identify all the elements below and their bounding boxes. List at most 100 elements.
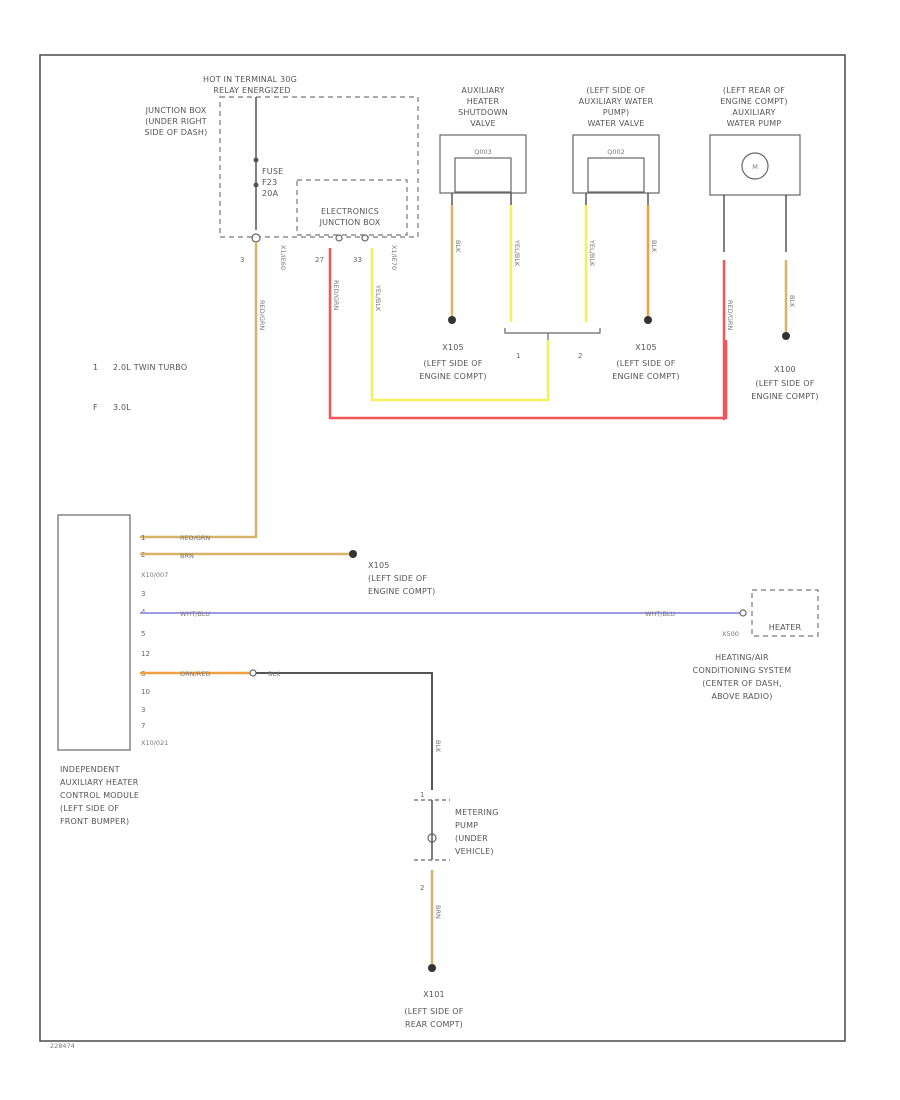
pump-label-3: (UNDER [455, 834, 488, 843]
splice-bracket [504, 328, 601, 340]
pump-label-2: PUMP [455, 821, 478, 830]
ground-point-2 [644, 316, 652, 324]
ground-mid-label-2: ENGINE COMPT) [368, 587, 435, 596]
ejb-label-1: ELECTRONICS [321, 207, 379, 216]
fuse-symbol-2 [253, 182, 259, 188]
module-pin-9: 3 [141, 706, 145, 714]
comp2-coil [587, 157, 645, 193]
comp2-label-1: (LEFT SIDE OF [586, 86, 645, 95]
fuse-label-3: 20A [262, 189, 279, 198]
aux-heater-shutdown-valve: AUXILIARY HEATER SHUTDOWN VALVE Q003 [439, 86, 527, 194]
wire-label-w7: RED/GRN [726, 300, 734, 330]
heater-box [751, 589, 819, 637]
ground-point-3 [782, 332, 790, 340]
power-label-1: HOT IN TERMINAL 30G [203, 75, 297, 84]
power-label-2: RELAY ENERGIZED [213, 86, 290, 95]
fuse-label-1: FUSE [262, 167, 283, 176]
pump-label-4: VEHICLE) [455, 847, 494, 856]
heater-connector: HEATER X500 HEATING/AIR CONDITIONING SYS… [693, 589, 819, 701]
wire-label-w2: YEL/BLK [374, 284, 382, 312]
comp3-label-4: WATER PUMP [727, 119, 782, 128]
module-label-3: CONTROL MODULE [60, 791, 139, 800]
heater-label-1: HEATING/AIR [715, 653, 769, 662]
metering-pump: BLK 1 2 METERING PUMP (UNDER VEHICLE) BR… [414, 740, 499, 972]
module-pin-3: 3 [141, 590, 145, 598]
connector-left [251, 233, 261, 243]
comp2-label-4: WATER VALVE [587, 119, 644, 128]
module-pin-8: 10 [141, 688, 150, 696]
wire-blk-to-pump [256, 672, 433, 790]
comp3-label-3: AUXILIARY [732, 108, 775, 117]
comp1-coil [454, 157, 512, 193]
pin-label-right: 33 [353, 256, 362, 264]
module-pin-1: 1 [141, 534, 145, 542]
wire-label-wht-blu-right: WHT/BLU [645, 610, 675, 618]
footer-code: 228474 [50, 1042, 75, 1050]
wire-label-orn-red: ORN/RED [180, 670, 210, 678]
splice-number-1: 1 [516, 352, 520, 360]
ground2-label-1: (LEFT SIDE OF [616, 359, 675, 368]
pump-pin-top: 1 [420, 791, 424, 799]
junction-label-line1: JUNCTION BOX [145, 106, 207, 115]
ground2-label-2: ENGINE COMPT) [612, 372, 679, 381]
comp3-label-1: (LEFT REAR OF [723, 86, 785, 95]
module-pin-5: 5 [141, 630, 145, 638]
pump-label-1: METERING [455, 808, 499, 817]
heater-connector-pin [739, 609, 747, 617]
ground-mid-label-1: (LEFT SIDE OF [368, 574, 427, 583]
ground3-id: X100 [774, 365, 796, 374]
wire-label-w5: YEL/BLK [588, 239, 596, 267]
wire-label-w8: BLK [788, 295, 796, 308]
wire-label-w4: YEL/BLK [513, 239, 521, 267]
ground1-label-2: ENGINE COMPT) [419, 372, 486, 381]
ground-bottom-label-1: (LEFT SIDE OF [404, 1007, 463, 1016]
module-label-2: AUXILIARY HEATER [60, 778, 139, 787]
connector-code-b: X1/IE70 [390, 245, 398, 270]
heater-label-4: ABOVE RADIO) [711, 692, 772, 701]
connector-mid [335, 234, 343, 242]
wire-label-w6: BLK [650, 240, 658, 253]
junction-box-outline [219, 96, 419, 238]
ground-mid-id: X105 [368, 561, 390, 570]
top-wires: 1 2 RED/GRN YEL/BLK BLK YEL/BLK YEL/BLK … [328, 193, 796, 420]
wire-feed-to-module [140, 242, 258, 539]
comp3-label-2: ENGINE COMPT) [720, 97, 787, 106]
wire-label-red-grn: RED/GRN [180, 534, 210, 542]
ejb-label-2: JUNCTION BOX [319, 218, 381, 227]
wire-label-blk: BLK [268, 670, 281, 678]
legend: 1 2.0L TWIN TURBO F 3.0L [93, 363, 187, 412]
ground-labels-top: X105 (LEFT SIDE OF ENGINE COMPT) X105 (L… [419, 343, 818, 401]
comp1-box [439, 134, 527, 194]
heater-code: X500 [722, 630, 739, 638]
wire-label-brn: BRN [180, 552, 194, 560]
module-pin-6: 12 [141, 650, 150, 658]
comp2-box [572, 134, 660, 194]
module-box [57, 514, 131, 751]
comp3-code: M [752, 163, 758, 171]
ground-point-mid [349, 550, 357, 558]
comp1-label-2: HEATER [467, 97, 500, 106]
pump-motor-icon [741, 152, 769, 180]
wire-label-wht-blu: WHT/BLU [180, 610, 210, 618]
comp3-box [709, 134, 801, 196]
pump-wire-label-top: BLK [434, 740, 442, 753]
wire-red-trunk [328, 248, 728, 420]
connector-code-a: X1/IE60 [279, 245, 287, 270]
wire-label-w1: RED/GRN [332, 280, 340, 310]
legend-text-1: 2.0L TWIN TURBO [113, 363, 187, 372]
legend-text-2: 3.0L [113, 403, 131, 412]
ground3-label-2: ENGINE COMPT) [751, 392, 818, 401]
ground1-id: X105 [442, 343, 464, 352]
heater-label-3: (CENTER OF DASH, [702, 679, 782, 688]
comp1-code: Q003 [474, 148, 492, 156]
comp1-label-1: AUXILIARY [461, 86, 504, 95]
heater-label-2: CONDITIONING SYSTEM [693, 666, 792, 675]
legend-key-2: F [93, 403, 98, 412]
wire-label-w3: BLK [454, 240, 462, 253]
junction-box: HOT IN TERMINAL 30G RELAY ENERGIZED JUNC… [145, 75, 419, 270]
fuse-symbol [253, 157, 259, 163]
inline-connector [249, 669, 257, 677]
comp2-label-3: PUMP) [603, 108, 630, 117]
pin-label-mid: 27 [315, 256, 324, 264]
